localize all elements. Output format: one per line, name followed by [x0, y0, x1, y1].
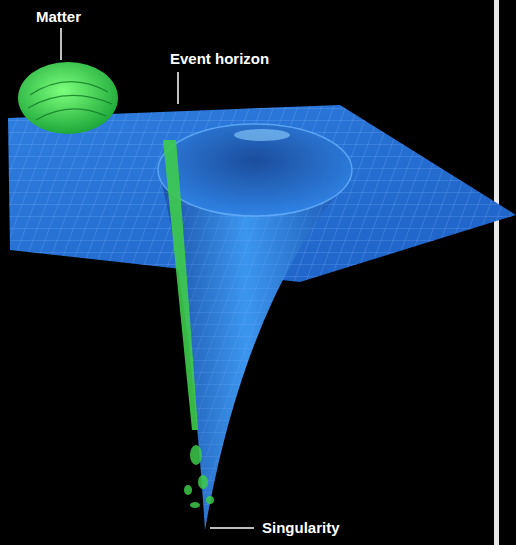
side-bar: [494, 0, 499, 545]
leader-line: [60, 28, 62, 60]
callout-label: Singularity: [262, 519, 340, 537]
rim-edge: [158, 124, 352, 216]
callout-label: Event horizon: [170, 50, 269, 68]
leader-line: [210, 527, 254, 529]
leader-line: [177, 72, 179, 104]
blob-ridges: [28, 82, 112, 120]
matter-fragments: [184, 445, 214, 508]
rim-highlight: [234, 129, 290, 141]
matter-blob: [18, 62, 118, 134]
event-horizon-rim: [158, 124, 352, 216]
callout-label: Matter: [36, 8, 81, 26]
matter-stream: [163, 140, 198, 430]
